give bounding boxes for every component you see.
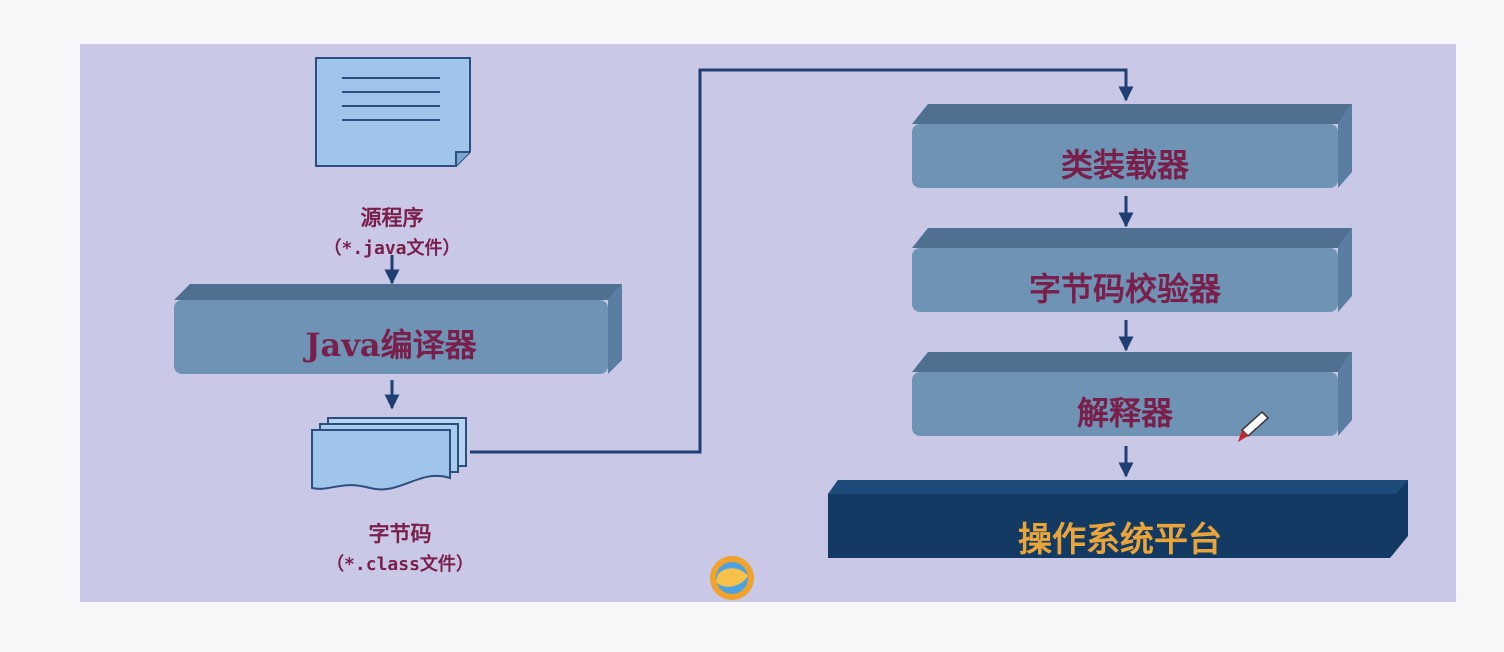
os-platform-box bbox=[828, 480, 1408, 558]
class-loader-label: 类装载器 bbox=[1060, 146, 1189, 184]
bytecode-title: 字节码 bbox=[368, 521, 432, 546]
source-document-icon bbox=[315, 57, 471, 167]
interpreter-label: 解释器 bbox=[1076, 394, 1173, 432]
connector-bytecode-to-loader bbox=[470, 68, 1134, 454]
bytecode-verifier-box bbox=[912, 228, 1352, 312]
source-program-ext: （*.java文件） bbox=[323, 238, 461, 259]
interpreter-box bbox=[912, 352, 1352, 436]
bytecode-ext: （*.class文件） bbox=[326, 554, 474, 575]
source-program-label: 源程序 （*.java文件） bbox=[300, 202, 484, 260]
os-platform-label: 操作系统平台 bbox=[1018, 520, 1222, 560]
java-compiler-box bbox=[174, 284, 622, 374]
java-compiler-label: Java编译器 bbox=[305, 326, 477, 364]
bytecode-files-icon bbox=[311, 417, 467, 491]
pen-cursor-icon bbox=[1238, 410, 1270, 442]
app-logo-icon bbox=[710, 556, 754, 600]
source-program-title: 源程序 bbox=[360, 205, 424, 230]
bytecode-label: 字节码 （*.class文件） bbox=[300, 518, 500, 576]
class-loader-box bbox=[912, 104, 1352, 188]
bytecode-verifier-label: 字节码校验器 bbox=[1028, 270, 1221, 308]
